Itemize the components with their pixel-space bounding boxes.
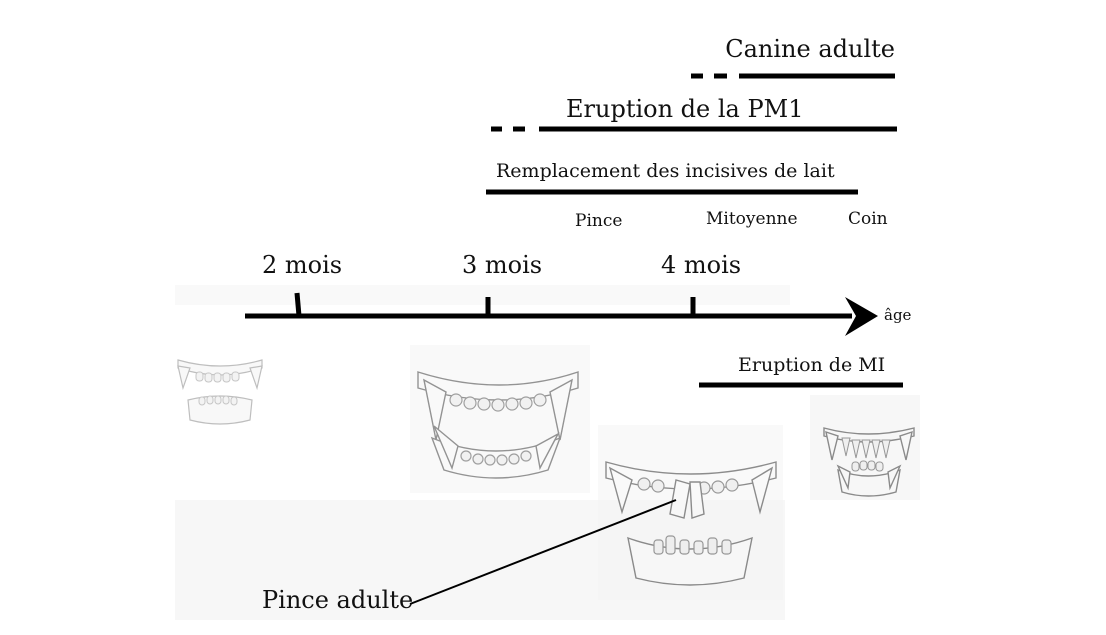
tick-label-2-mois: 2 mois [262, 251, 342, 279]
mi-label: Eruption de MI [738, 354, 885, 376]
teeth-4-months-icon [598, 425, 783, 600]
mitoyenne-label: Mitoyenne [706, 209, 798, 229]
pince-adulte-label: Pince adulte [262, 586, 413, 614]
background-panel [175, 285, 790, 305]
teeth-3-months-icon [410, 345, 590, 493]
pince-adulte-pointer [409, 499, 677, 605]
tick-label-3-mois: 3 mois [462, 251, 542, 279]
tick-label-4-mois: 4 mois [661, 251, 741, 279]
pince-label: Pince [575, 211, 622, 231]
coin-label: Coin [848, 209, 888, 229]
pm1-label: Eruption de la PM1 [566, 95, 803, 123]
teeth-2-months-icon [177, 359, 263, 425]
axis-label-age: âge [884, 306, 912, 324]
canine-adulte-label: Canine adulte [725, 35, 895, 63]
tick-2-mois [294, 292, 302, 317]
teeth-adult-icon [823, 427, 915, 497]
incisives-label: Remplacement des incisives de lait [496, 160, 835, 182]
axis-arrowhead [845, 297, 878, 336]
